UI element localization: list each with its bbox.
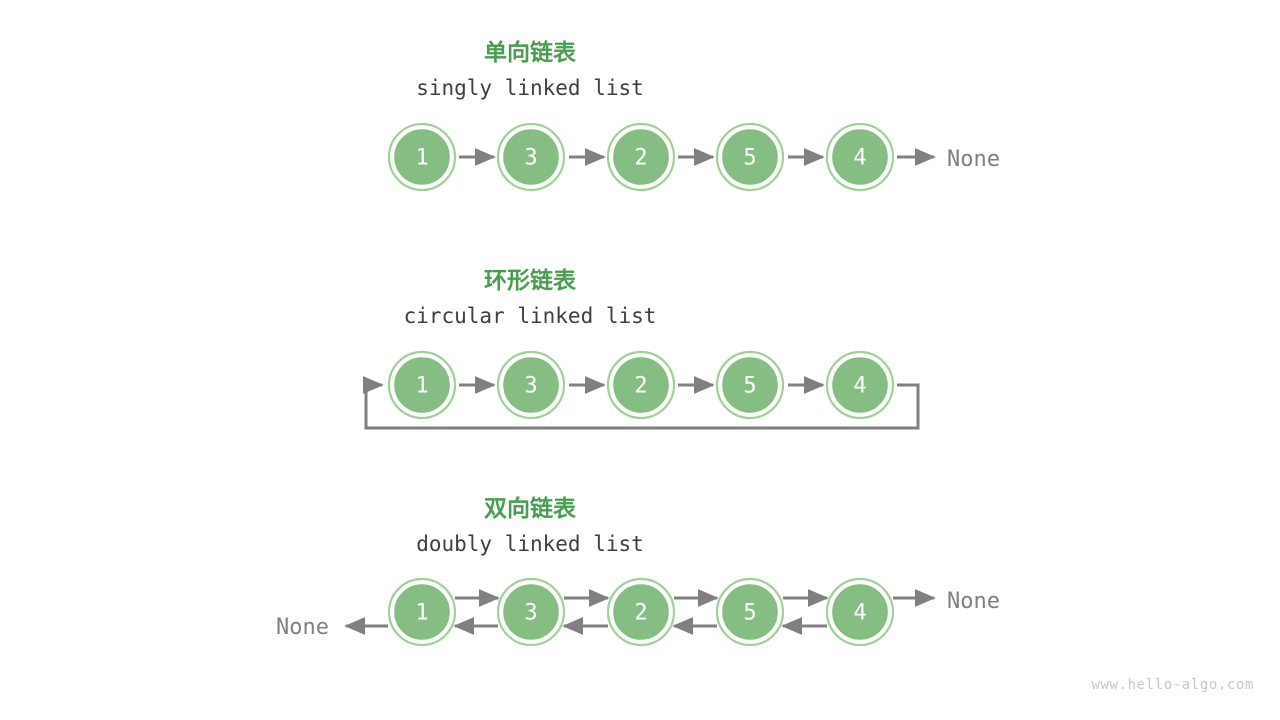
singly-node-2: 3 [496,122,566,192]
node-value: 2 [634,146,647,171]
node-value: 4 [853,146,866,171]
node-value: 4 [853,374,866,399]
section-title-cn-singly: 单向链表 [484,39,577,66]
node-value: 3 [524,146,537,171]
circular-node-1: 1 [387,350,457,420]
singly-node-3: 2 [606,122,676,192]
node-value: 2 [634,601,647,626]
section-title-cn-doubly: 双向链表 [484,495,577,522]
singly-node-4: 5 [715,122,785,192]
node-value: 5 [743,374,756,399]
circular-node-3: 2 [606,350,676,420]
section-title-en-singly: singly linked list [416,76,644,100]
section-singly-linked-list: 单向链表 singly linked list 1 3 2 [387,39,1000,192]
section-title-en-doubly: doubly linked list [416,532,644,556]
doubly-node-2: 3 [496,577,566,647]
head-none-label-doubly: None [276,615,329,640]
section-title-cn-circular: 环形链表 [484,267,577,294]
node-value: 1 [415,146,428,171]
node-value: 1 [415,601,428,626]
watermark-text: www.hello-algo.com [1091,677,1254,693]
circular-node-4: 5 [715,350,785,420]
node-value: 3 [524,374,537,399]
circular-node-5: 4 [825,350,895,420]
circular-loopback-path [362,376,920,430]
doubly-node-5: 4 [825,577,895,647]
node-value: 5 [743,146,756,171]
node-value: 4 [853,601,866,626]
node-value: 2 [634,374,647,399]
circular-node-2: 3 [496,350,566,420]
section-doubly-linked-list: 双向链表 doubly linked list 1 3 [276,495,1000,647]
tail-none-label-doubly: None [947,589,1000,614]
tail-none-label-singly: None [947,147,1000,172]
singly-node-5: 4 [825,122,895,192]
section-circular-linked-list: 环形链表 circular linked list 1 3 2 [362,267,920,430]
doubly-node-4: 5 [715,577,785,647]
doubly-node-3: 2 [606,577,676,647]
section-title-en-circular: circular linked list [404,304,657,328]
node-value: 5 [743,601,756,626]
node-value: 3 [524,601,537,626]
node-value: 1 [415,374,428,399]
singly-node-1: 1 [387,122,457,192]
doubly-node-1: 1 [387,577,457,647]
